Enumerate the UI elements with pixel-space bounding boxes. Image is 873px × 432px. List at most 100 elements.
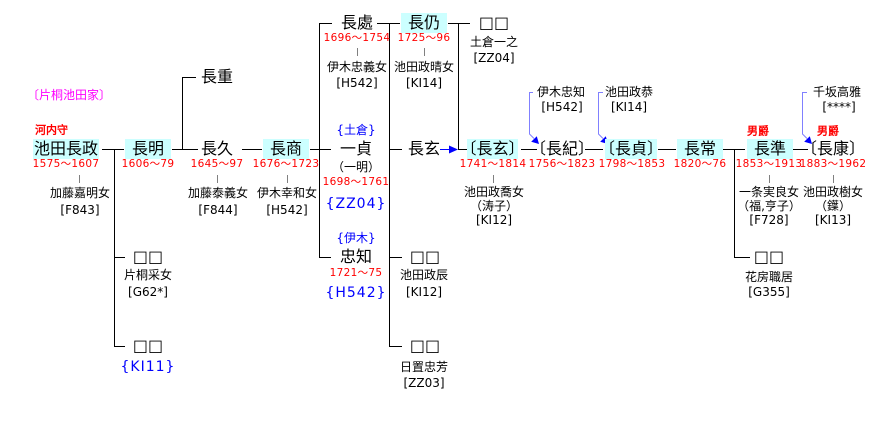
person-name: 長明 xyxy=(131,139,164,158)
spouse-ref: [F844] xyxy=(198,203,238,217)
spouse-alias: （福,亨子） xyxy=(737,199,801,213)
spouse-name: 一条実良女 xyxy=(738,185,800,199)
spouse-name: 池田政晴女 xyxy=(393,60,455,74)
person-nagahisa[interactable]: 長久 xyxy=(200,139,234,158)
person-nagaaki-daughter2[interactable]: □□ xyxy=(132,336,164,355)
person-naganori[interactable]: 長準 xyxy=(747,139,793,159)
spouse-name: 伊木忠義女 xyxy=(326,60,388,74)
spouse-name: 土倉一之 xyxy=(469,35,519,49)
spouse-ref: [F728] xyxy=(749,213,789,227)
person-nagasada[interactable]: 〔長貞〕 xyxy=(599,139,663,159)
years-label: 1741～1814 xyxy=(459,157,527,170)
person-nagaharu[interactable]: 〔長玄〕 xyxy=(461,139,525,159)
spouse-ref: [KI12] xyxy=(475,213,513,227)
spouse-ref: [KI14] xyxy=(405,76,443,90)
line-nagayori-descent xyxy=(458,23,467,150)
years-label: 1883～1962 xyxy=(799,157,867,170)
adoption-line-nagayasu xyxy=(802,92,808,139)
person-nagatoko-daughter2[interactable]: □□ xyxy=(409,336,441,355)
spouse-ref: [G62*] xyxy=(128,285,168,299)
spouse-name: 日置忠芳 xyxy=(399,360,449,374)
years-label: 1756～1823 xyxy=(528,157,596,170)
spouse-ref: [KI12] xyxy=(405,285,443,299)
years-label: 1820～76 xyxy=(673,157,727,170)
spouse-ref: [H542] xyxy=(336,76,378,90)
adoption-line-nagaki xyxy=(529,92,535,139)
birth-father-name: 池田政恭 xyxy=(604,85,654,99)
person-kazusada[interactable]: 一貞 xyxy=(339,139,373,158)
birth-father-name: 伊木忠知 xyxy=(536,85,586,99)
years-label: 1698～1761 xyxy=(322,175,390,188)
years-label: 1696～1754 xyxy=(323,31,391,44)
person-name: 池田長政 xyxy=(33,139,98,158)
family-label: 〔片桐池田家〕 xyxy=(27,88,112,102)
title-label: 河内守 xyxy=(35,123,68,137)
line-nagamasa-descent xyxy=(114,149,125,347)
person-name: 長仍 xyxy=(407,13,440,32)
spouse-name: 伊木幸和女 xyxy=(256,186,318,200)
years-label: 1798～1853 xyxy=(598,157,666,170)
spouse-alias: （鐷） xyxy=(814,199,852,213)
arrow-head-icon xyxy=(804,136,812,144)
line-nagatsune-descent xyxy=(734,149,750,258)
person-nagamasa[interactable]: 池田長政 xyxy=(33,139,99,159)
spouse-name: 池田政喬女 xyxy=(463,185,525,199)
person-name: 長商 xyxy=(269,139,302,158)
arrow-head-icon xyxy=(531,136,539,144)
spouse-name: 池田政樹女 xyxy=(802,185,864,199)
reference-code: {H542} xyxy=(325,285,387,301)
spouse-name: 花房職居 xyxy=(744,270,794,284)
title-label: 男爵 xyxy=(747,124,769,138)
person-nagatoko[interactable]: 長處 xyxy=(340,13,374,32)
birth-father-ref: [H542] xyxy=(541,100,583,114)
spouse-alias: （涛子） xyxy=(469,199,519,213)
years-label: 1721～75 xyxy=(329,266,383,279)
person-nagayori-daughter[interactable]: □□ xyxy=(478,13,510,32)
birth-father-ref: [KI14] xyxy=(610,100,648,114)
person-nagaaki-daughter1[interactable]: □□ xyxy=(132,247,164,266)
spouse-ref: [ZZ03] xyxy=(403,376,445,390)
line-nagatoko-descent xyxy=(389,23,402,347)
person-name: 長準 xyxy=(753,139,786,158)
title-label: 男爵 xyxy=(817,124,839,138)
spouse-ref: [F843] xyxy=(60,203,100,217)
spouse-name: 加藤泰義女 xyxy=(187,186,249,200)
spouse-name: 片桐采女 xyxy=(123,268,173,282)
person-nagaki[interactable]: 〔長紀〕 xyxy=(529,139,595,158)
person-name: 〔長玄〕 xyxy=(460,139,525,158)
spouse-ref: [ZZ04] xyxy=(473,51,515,65)
years-label: 1725～96 xyxy=(397,31,451,44)
spouse-ref: [H542] xyxy=(266,203,308,217)
person-nagataka[interactable]: 長商 xyxy=(263,139,309,159)
person-name: 長常 xyxy=(683,139,716,158)
years-label: 1645～97 xyxy=(190,157,244,170)
spouse-ref: [G355] xyxy=(748,285,790,299)
person-nagaharu-birth[interactable]: 長玄 xyxy=(407,139,441,158)
spouse-name: 池田政辰 xyxy=(399,268,449,282)
spouse-ref: [KI13] xyxy=(814,213,852,227)
reference-code: {ZZ04} xyxy=(325,196,387,212)
adopted-house-label: {土倉} xyxy=(336,123,376,137)
years-label: 1676～1723 xyxy=(252,157,320,170)
person-nagatoko-daughter1[interactable]: □□ xyxy=(409,247,441,266)
alt-name: （一明） xyxy=(331,160,381,174)
years-label: 1853～1913 xyxy=(735,157,803,170)
person-nagatsune[interactable]: 長常 xyxy=(677,139,723,159)
person-nagayasu[interactable]: 〔長康〕 xyxy=(800,139,866,158)
adopted-house-label: {伊木} xyxy=(336,231,376,245)
person-nagaaki[interactable]: 長明 xyxy=(125,139,171,159)
adoption-line-nagasada xyxy=(598,92,604,139)
person-nagayori[interactable]: 長仍 xyxy=(401,13,447,33)
birth-father-ref: [****] xyxy=(822,100,856,114)
person-nagashige[interactable]: 長重 xyxy=(200,67,234,86)
years-label: 1575～1607 xyxy=(32,157,100,170)
line-nagataka-descent xyxy=(319,23,332,258)
person-naganori-daughter[interactable]: □□ xyxy=(753,247,785,266)
person-tadatomo[interactable]: 忠知 xyxy=(339,247,373,266)
reference-code: {KI11} xyxy=(120,359,176,375)
arrow-head-icon xyxy=(449,145,458,154)
person-name: 〔長貞〕 xyxy=(599,139,664,158)
line-to-nagashige xyxy=(182,77,196,149)
spouse-name: 加藤嘉明女 xyxy=(49,186,111,200)
